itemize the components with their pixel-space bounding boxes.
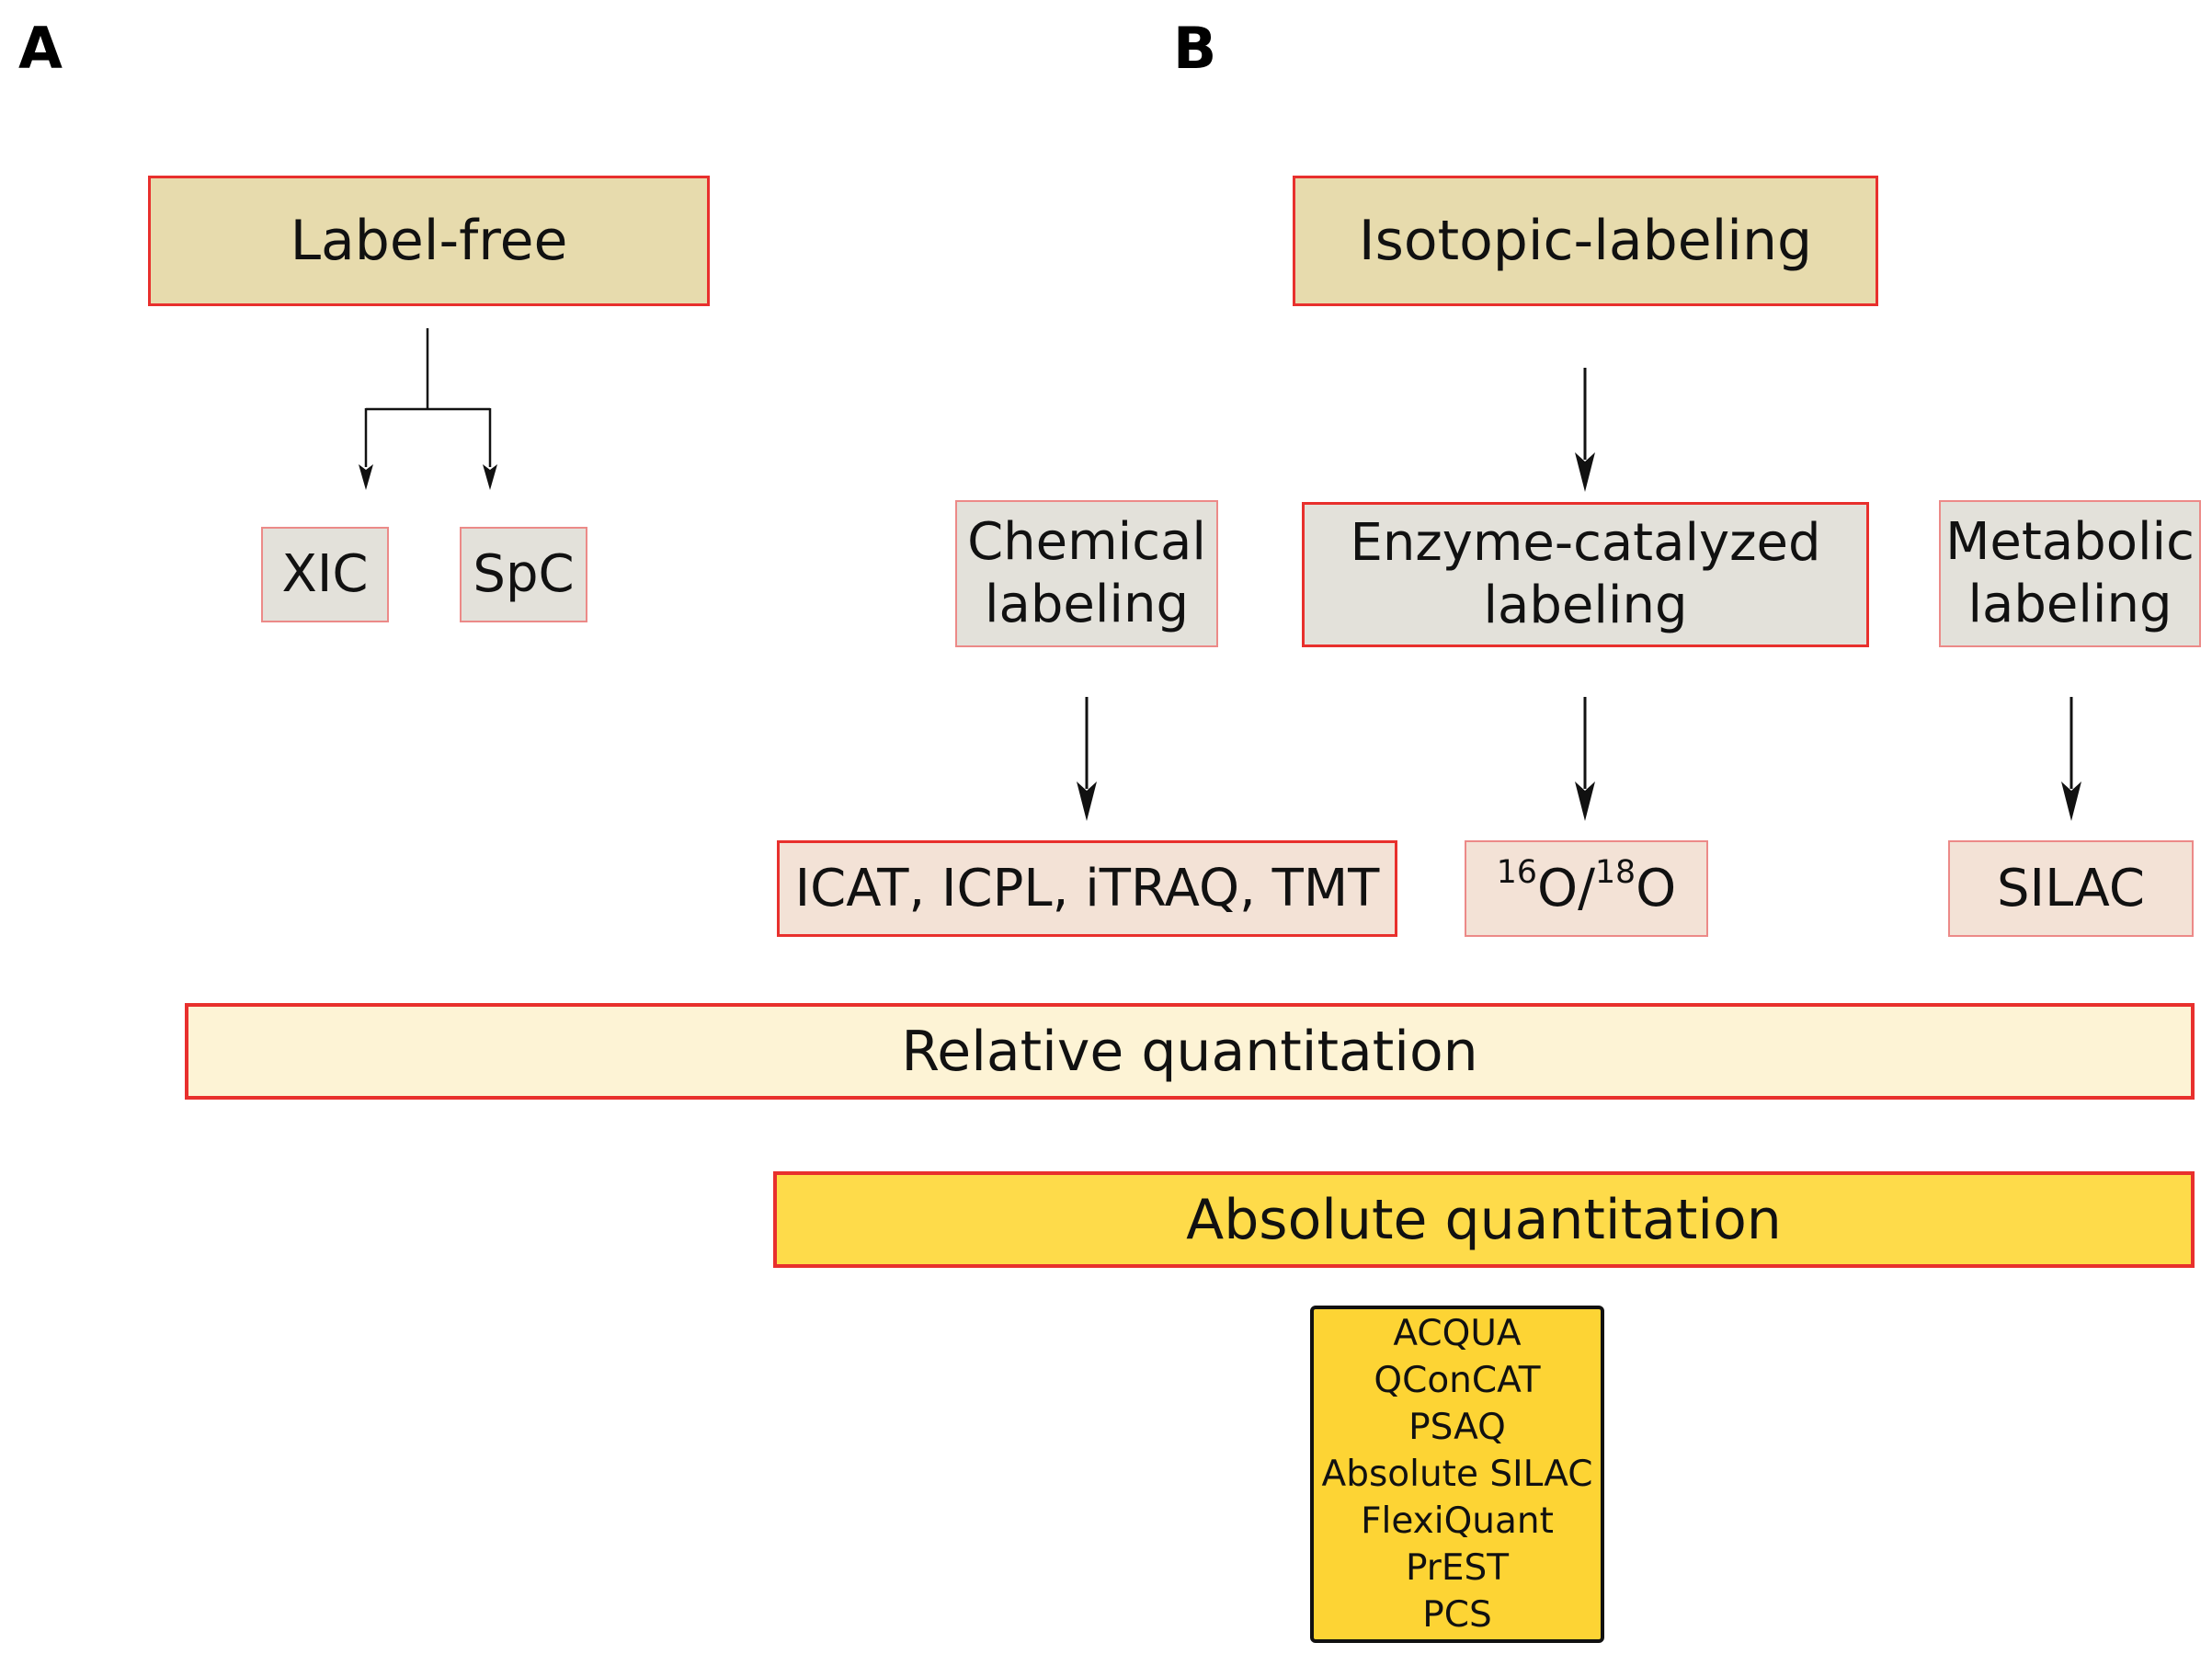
chemical-methods-box: ICAT, ICPL, iTRAQ, TMT: [777, 840, 1397, 937]
xic-box: XIC: [261, 527, 389, 622]
absolute-methods-list: ACQUA QConCAT PSAQ Absolute SILAC FlexiQ…: [1310, 1306, 1604, 1643]
list-item: PSAQ: [1408, 1407, 1506, 1448]
absolute-quantitation-label: Absolute quantitation: [1186, 1187, 1782, 1252]
label-free-title: Label-free: [290, 209, 568, 273]
relative-quantitation-label: Relative quantitation: [901, 1019, 1478, 1084]
list-item: PrEST: [1405, 1547, 1510, 1589]
chemical-methods-label: ICAT, ICPL, iTRAQ, TMT: [794, 859, 1380, 918]
arrow-isotopic-to-enzyme-head: [1575, 452, 1595, 492]
arrow-metabolic-head: [2061, 781, 2081, 821]
metabolic-labeling-box: Metabolic labeling: [1939, 500, 2201, 647]
oxygen-labeling-label: 16O/18O: [1496, 854, 1677, 918]
metabolic-labeling-line2: labeling: [1967, 575, 2172, 634]
panel-label-a: A: [18, 15, 63, 82]
label-free-branch-connector: [364, 328, 492, 467]
chemical-labeling-line1: Chemical: [967, 511, 1206, 572]
enzyme-labeling-line1: Enzyme-catalyzed: [1350, 512, 1821, 573]
list-item: FlexiQuant: [1361, 1500, 1554, 1542]
arrow-chemical-head: [1077, 781, 1097, 821]
arrow-to-spc: [483, 464, 497, 490]
arrow-to-xic: [359, 464, 373, 490]
label-free-box: Label-free: [148, 176, 710, 306]
isotopic-labeling-box: Isotopic-labeling: [1293, 176, 1878, 306]
metabolic-labeling-line1: Metabolic: [1945, 511, 2195, 572]
list-item: QConCAT: [1374, 1360, 1541, 1401]
arrow-enzyme-head: [1575, 781, 1595, 821]
list-item: Absolute SILAC: [1321, 1454, 1593, 1495]
spc-box: SpC: [460, 527, 587, 622]
xic-label: XIC: [281, 543, 369, 604]
list-item: ACQUA: [1393, 1313, 1522, 1354]
silac-box: SILAC: [1948, 840, 2194, 937]
list-item: PCS: [1422, 1594, 1492, 1636]
silac-label: SILAC: [1997, 859, 2145, 918]
panel-label-b: B: [1173, 15, 1217, 82]
enzyme-catalyzed-labeling-box: Enzyme-catalyzed labeling: [1302, 502, 1869, 647]
chemical-labeling-box: Chemical labeling: [955, 500, 1218, 647]
enzyme-labeling-line2: labeling: [1483, 576, 1688, 635]
oxygen-labeling-box: 16O/18O: [1465, 840, 1708, 937]
spc-label: SpC: [473, 543, 575, 604]
relative-quantitation-bar: Relative quantitation: [185, 1003, 2195, 1100]
chemical-labeling-line2: labeling: [984, 575, 1190, 634]
absolute-quantitation-bar: Absolute quantitation: [773, 1171, 2195, 1268]
isotopic-labeling-title: Isotopic-labeling: [1358, 209, 1813, 273]
